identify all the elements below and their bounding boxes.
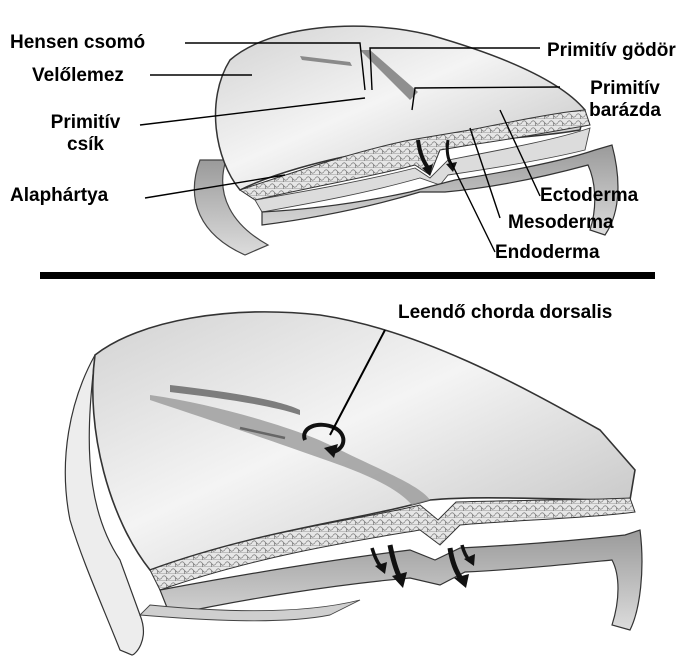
label-primitiv-csik-line2: csík <box>38 134 133 156</box>
label-hensen-csomo: Hensen csomó <box>10 32 145 54</box>
label-primitiv-godor: Primitív gödör <box>547 40 676 62</box>
label-primitiv-barazda-line2: barázda <box>575 100 675 122</box>
label-mesoderma: Mesoderma <box>508 212 614 234</box>
bottom-embryo-drawing <box>65 312 642 655</box>
label-ectoderma: Ectoderma <box>540 185 638 207</box>
label-velolemez: Velőlemez <box>32 65 124 87</box>
label-leendo-chorda-dorsalis: Leendő chorda dorsalis <box>398 302 612 324</box>
label-endoderma: Endoderma <box>495 242 600 264</box>
label-primitiv-barazda-line1: Primitív <box>575 78 675 100</box>
label-primitiv-csik: Primitív csík <box>38 112 133 156</box>
panel-divider <box>40 272 655 279</box>
label-primitiv-barazda: Primitív barázda <box>575 78 675 122</box>
label-primitiv-csik-line1: Primitív <box>38 112 133 134</box>
label-alaphartya: Alaphártya <box>10 185 108 207</box>
leader-endoderma <box>450 160 495 252</box>
